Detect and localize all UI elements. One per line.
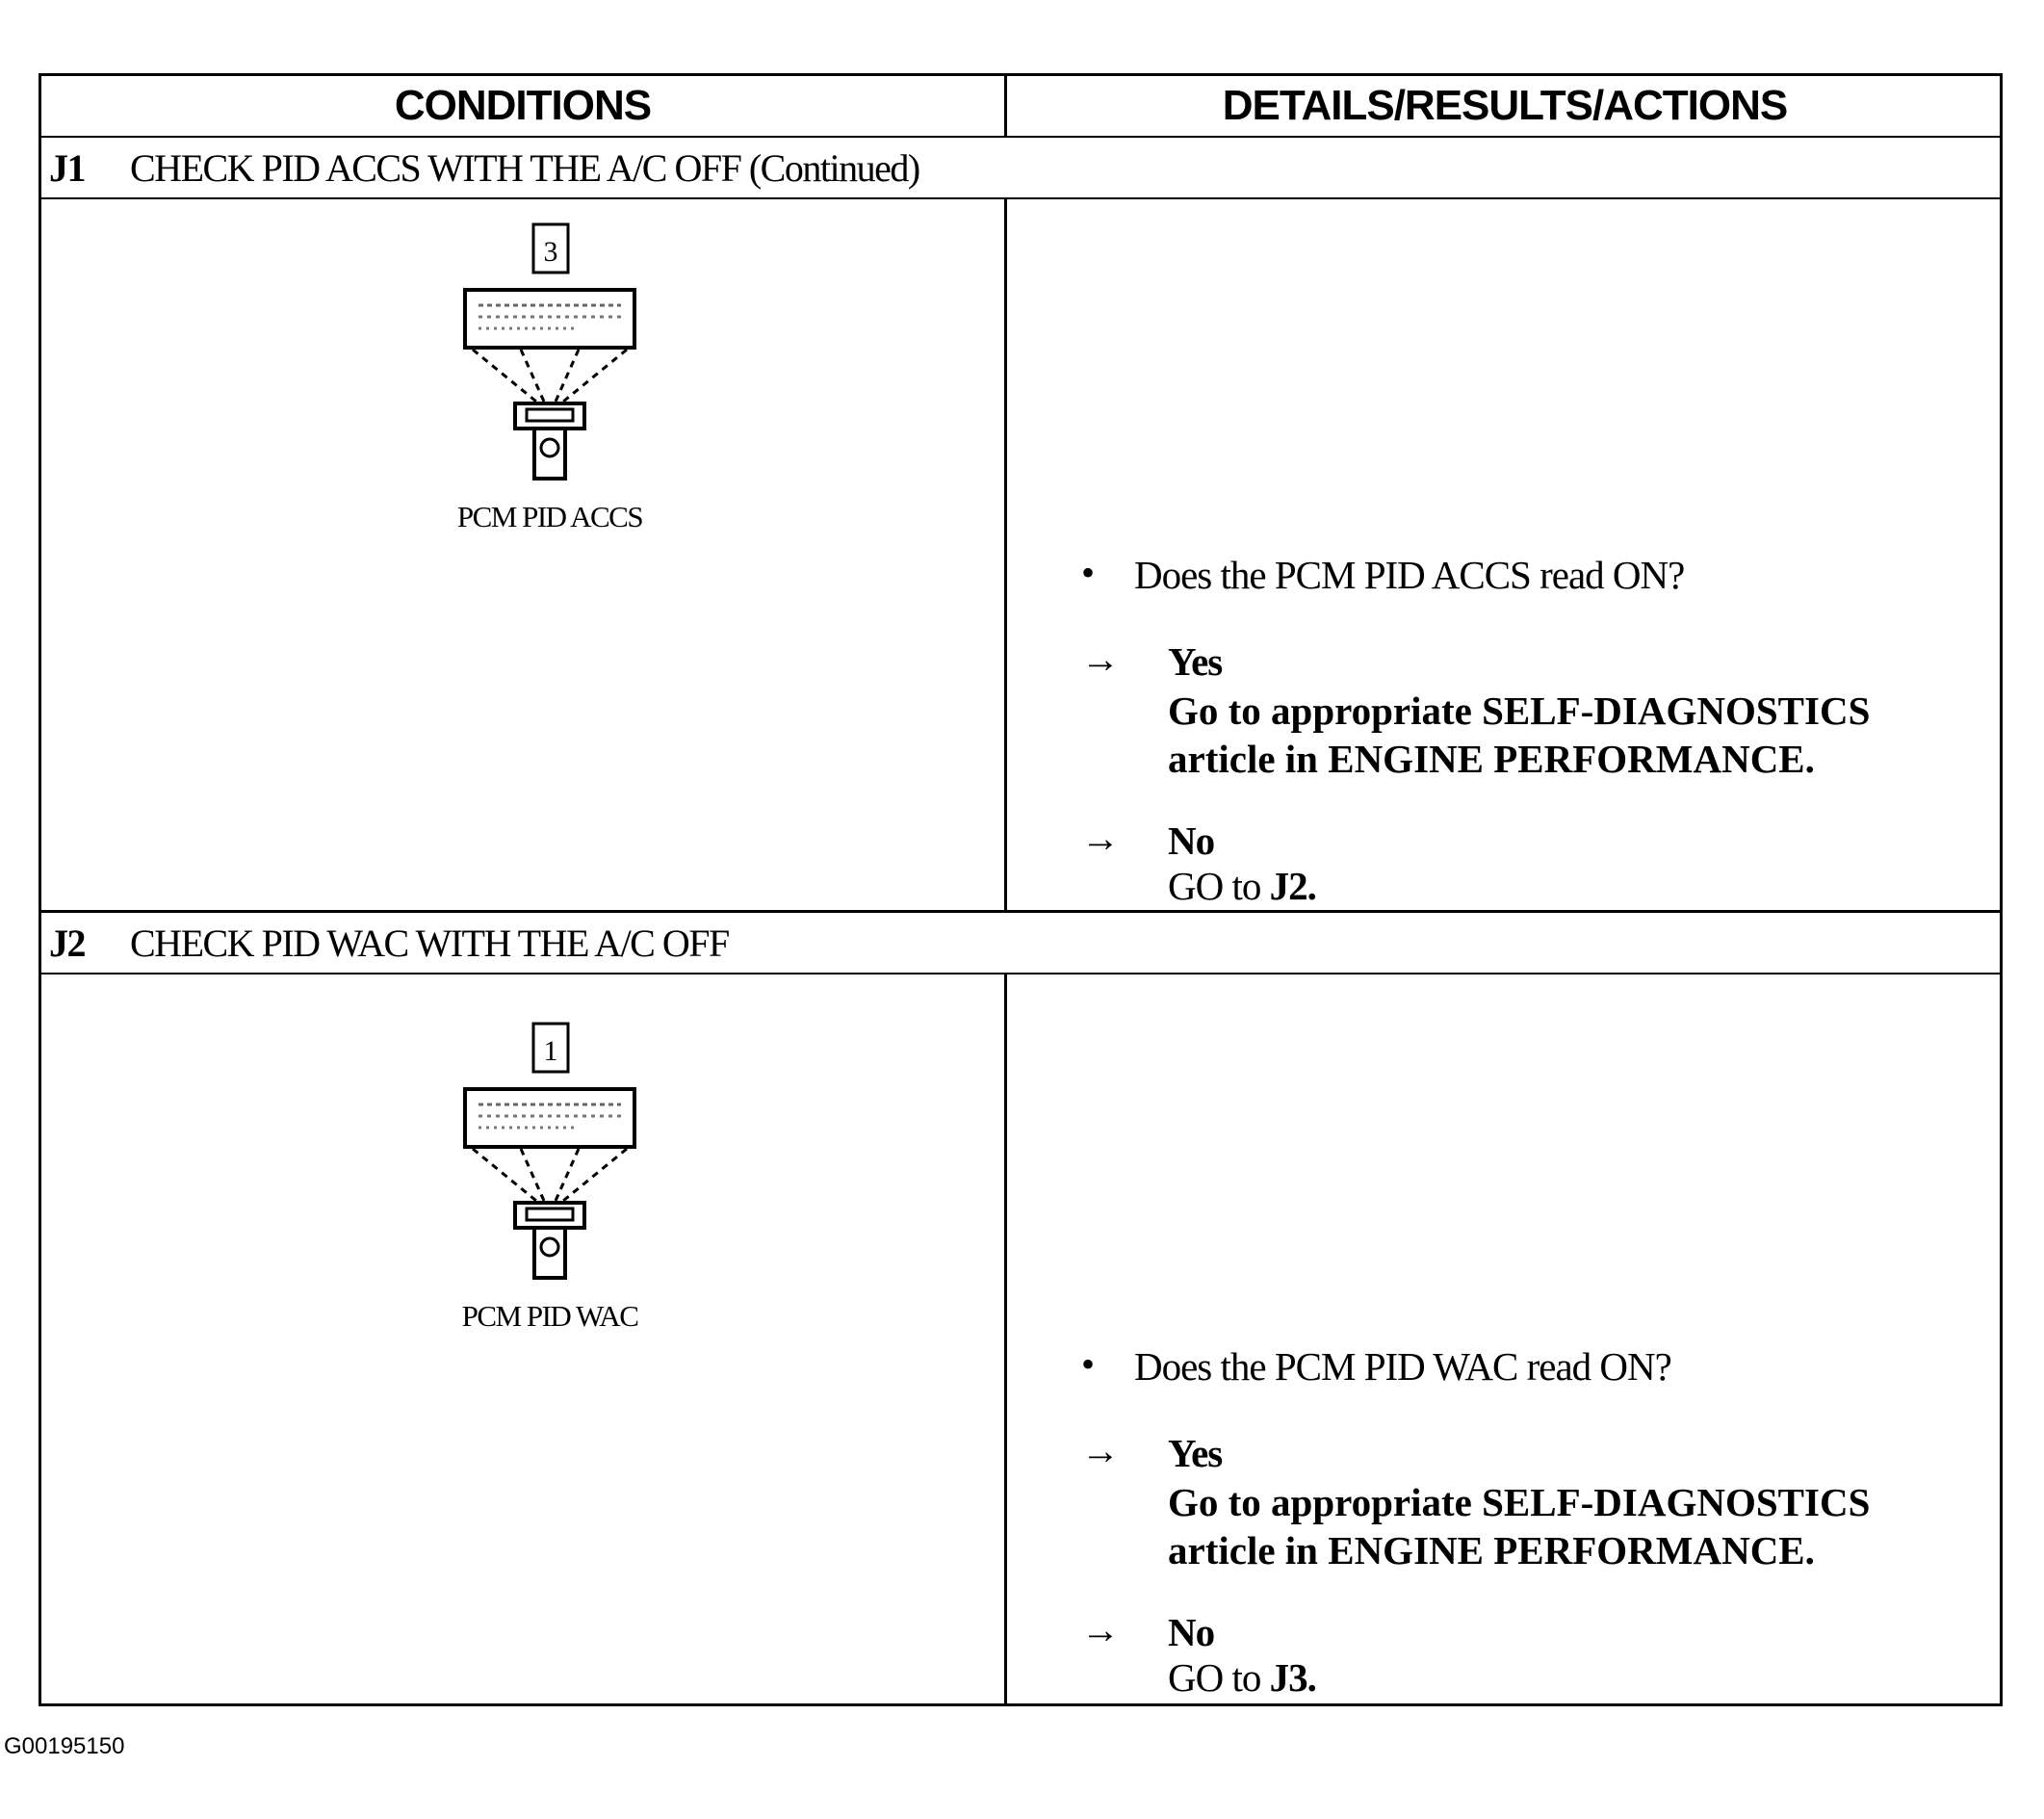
question-line: • Does the PCM PID WAC read ON? [1081, 1342, 2034, 1390]
header-divider [1004, 76, 1007, 136]
condition-caption: PCM PID WAC [461, 1299, 639, 1333]
step-header-j2: J2 CHECK PID WAC WITH THE A/C OFF [41, 913, 2000, 974]
arrow-right-icon: → [1081, 817, 1120, 860]
scan-tool-icon: 1 [463, 1022, 636, 1280]
option-text: GO to J3. [1168, 1653, 2034, 1702]
figure-code: G00195150 [4, 1733, 125, 1759]
option-text-line1: Go to appropriate SELF-DIAGNOSTICS [1168, 1480, 1871, 1524]
option-label: No [1168, 819, 1215, 863]
question-line: • Does the PCM PID ACCS read ON? [1081, 551, 2034, 598]
step-id: J2 [49, 921, 87, 965]
step-link[interactable]: J2. [1269, 864, 1317, 908]
step-id: J1 [49, 145, 87, 190]
column-divider-j1 [1004, 199, 1007, 912]
arrow-right-icon: → [1081, 1429, 1120, 1472]
arrow-right-icon: → [1081, 637, 1120, 681]
option-yes: → Yes Go to appropriate SELF-DIAGNOSTICS… [1081, 1429, 2034, 1574]
bullet-icon: • [1081, 551, 1095, 594]
option-label: Yes [1168, 639, 1223, 684]
option-yes: → Yes Go to appropriate SELF-DIAGNOSTICS… [1081, 637, 2034, 783]
question-text: Does the PCM PID ACCS read ON? [1134, 553, 1685, 597]
option-no: → No GO to J2. [1081, 817, 2034, 910]
diagnostic-table: CONDITIONS DETAILS/RESULTS/ACTIONS J1 CH… [39, 73, 2003, 1706]
step-number: 3 [544, 236, 558, 268]
option-text-prefix: GO to [1168, 864, 1261, 908]
arrow-right-icon: → [1081, 1608, 1120, 1651]
option-text-line1: Go to appropriate SELF-DIAGNOSTICS [1168, 689, 1871, 733]
header-details: DETAILS/RESULTS/ACTIONS [1222, 82, 1789, 129]
option-text-line2: article in ENGINE PERFORMANCE. [1168, 737, 1815, 781]
option-label: Yes [1168, 1431, 1223, 1475]
header-conditions: CONDITIONS [394, 82, 652, 129]
option-text: GO to J2. [1168, 862, 2034, 910]
column-divider-j2 [1004, 974, 1007, 1706]
option-no: → No GO to J3. [1081, 1608, 2034, 1702]
actions-j1: • Does the PCM PID ACCS read ON? → Yes G… [1081, 551, 2034, 910]
scan-tool-icon: 3 [463, 222, 636, 481]
option-text-line2: article in ENGINE PERFORMANCE. [1168, 1528, 1815, 1572]
step-link[interactable]: J3. [1269, 1655, 1317, 1700]
step-header-j1: J1 CHECK PID ACCS WITH THE A/C OFF (Cont… [41, 138, 2000, 199]
step-title: CHECK PID ACCS WITH THE A/C OFF (Continu… [130, 145, 920, 190]
table-header: CONDITIONS DETAILS/RESULTS/ACTIONS [41, 76, 2000, 138]
bullet-icon: • [1081, 1342, 1095, 1386]
condition-caption: PCM PID ACCS [456, 500, 644, 533]
option-label: No [1168, 1610, 1215, 1654]
step-title: CHECK PID WAC WITH THE A/C OFF [130, 921, 730, 965]
step-number: 1 [544, 1035, 558, 1067]
condition-j1: 3 PCM PID ACCS [386, 222, 713, 534]
actions-j2: • Does the PCM PID WAC read ON? → Yes Go… [1081, 1342, 2034, 1702]
condition-j2: 1 PCM PID WAC [386, 1022, 713, 1334]
row-separator [41, 910, 2000, 913]
question-text: Does the PCM PID WAC read ON? [1134, 1344, 1672, 1389]
option-text-prefix: GO to [1168, 1655, 1261, 1700]
